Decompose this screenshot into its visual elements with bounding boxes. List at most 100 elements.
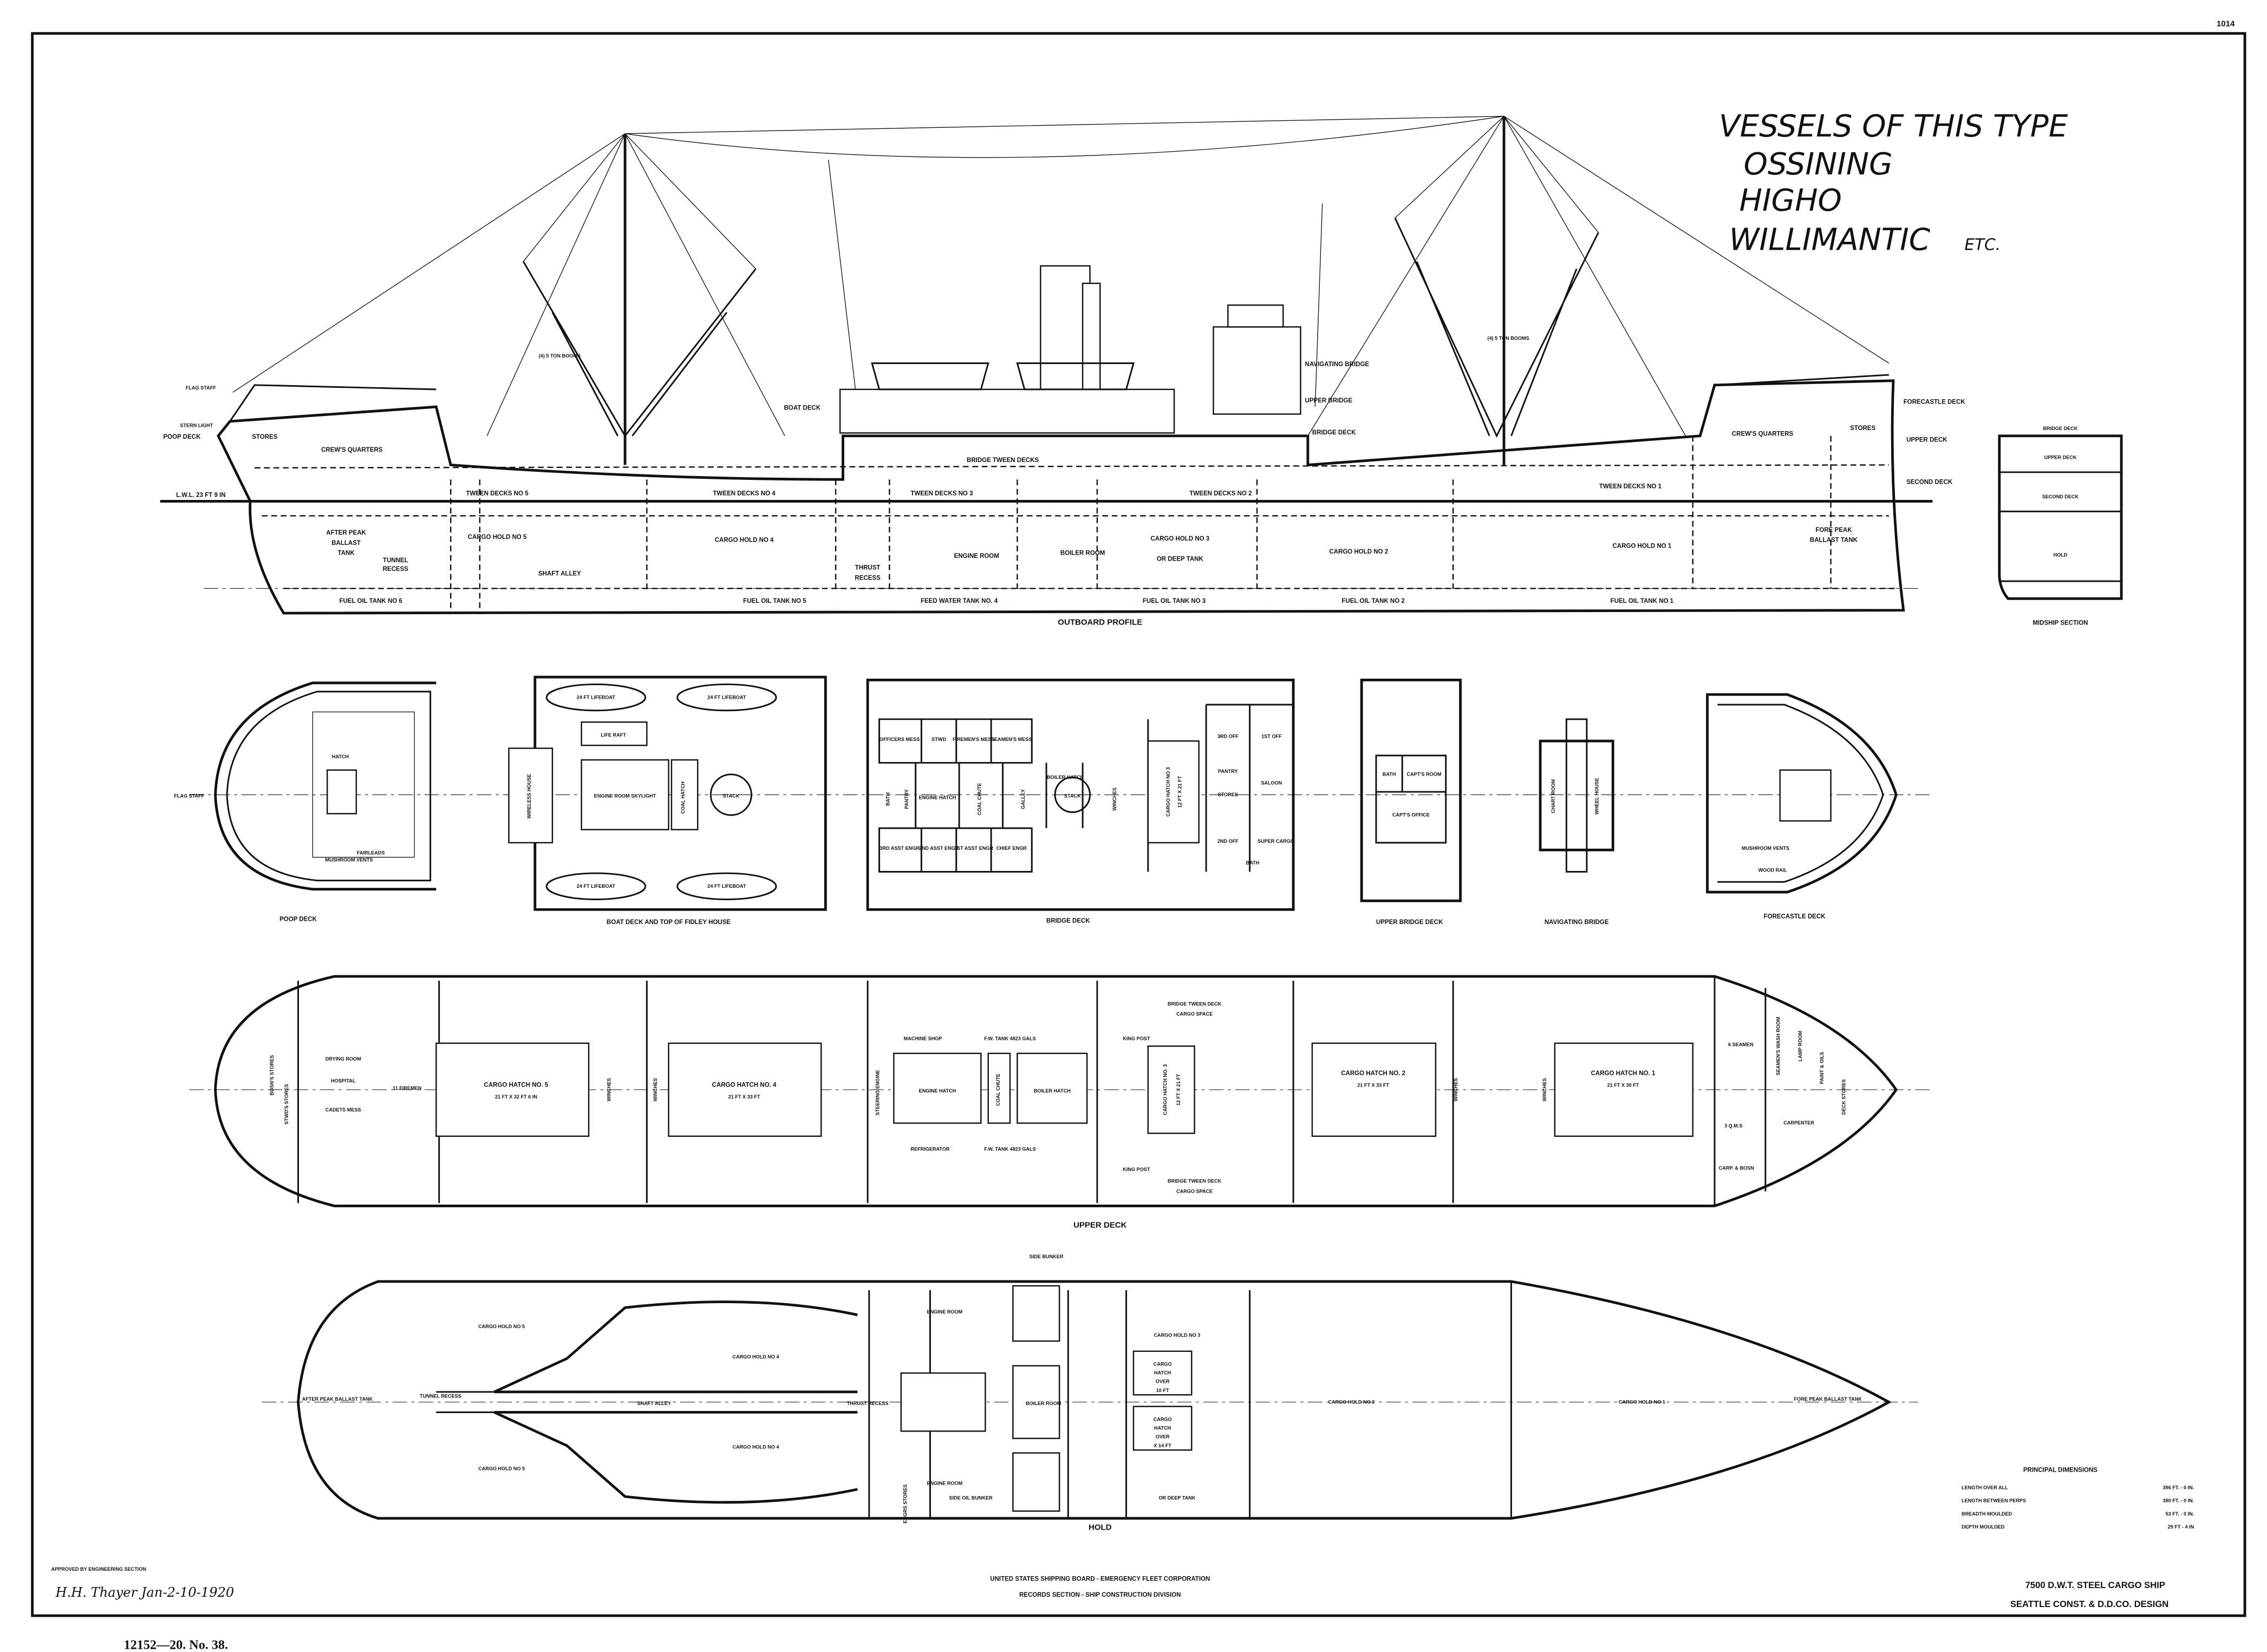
dimension-value: 380 FT. - 0 IN. bbox=[2163, 1498, 2194, 1504]
label: AFTER PEAK BALLAST TANK bbox=[302, 1396, 373, 1402]
label: CARGO HOLD NO 5 bbox=[468, 534, 527, 541]
label: FUEL OIL TANK NO 3 bbox=[1143, 598, 1206, 604]
label: 10 FT bbox=[1156, 1388, 1169, 1393]
poop-deck-plan: HATCH FAIRLEADS MUSHROOM VENTS FLAG STAF… bbox=[174, 681, 437, 923]
label: SHAFT ALLEY bbox=[637, 1401, 671, 1406]
label: BRIDGE TWEEN DECKS bbox=[967, 457, 1039, 464]
vessels-heading: VESSELS OF THIS TYPE bbox=[1719, 109, 2068, 144]
dimension-label: LENGTH OVER ALL bbox=[1962, 1485, 2008, 1491]
vessel-name: OSSINING bbox=[1744, 147, 1893, 182]
upper-deck-plan: CARGO HATCH NO. 5 21 FT X 32 FT 6 IN CAR… bbox=[189, 975, 1933, 1230]
principal-dimensions: PRINCIPAL DIMENSIONS LENGTH OVER ALL 396… bbox=[1962, 1467, 2194, 1530]
label: CARGO HOLD NO 4 bbox=[715, 537, 774, 544]
label: TWEEN DECKS NO 5 bbox=[466, 491, 529, 497]
label: BOILER ROOM bbox=[1026, 1401, 1061, 1406]
poop-deck-caption: POOP DECK bbox=[279, 916, 317, 923]
plate-number: 12152—20. No. 38. bbox=[124, 1638, 228, 1652]
cargo-hatch-1 bbox=[1554, 1042, 1693, 1137]
label: SECOND DECK bbox=[1906, 479, 1953, 485]
label: STEERING ENGINE bbox=[875, 1070, 881, 1115]
label: FUEL OIL TANK NO 5 bbox=[743, 598, 806, 604]
sheet-border bbox=[31, 32, 2246, 1617]
label: F.W. TANK 4823 GALS bbox=[984, 1147, 1035, 1152]
label: CARGO SPACE bbox=[1176, 1011, 1213, 1017]
vessels-of-this-type: VESSELS OF THIS TYPE OSSINING HIGHO WILL… bbox=[1719, 109, 2068, 257]
hatch-size: 12 FT X 21 FT bbox=[1176, 1074, 1181, 1105]
bridge-deck-caption: BRIDGE DECK bbox=[1046, 918, 1090, 924]
vessel-name: WILLIMANTIC bbox=[1729, 222, 1931, 257]
label: OVER bbox=[1156, 1434, 1170, 1440]
label: CARGO bbox=[1154, 1362, 1172, 1367]
hold-caption: HOLD bbox=[1089, 1523, 1112, 1532]
label: BATH bbox=[1246, 860, 1260, 866]
label: F.W. TANK 4823 GALS bbox=[984, 1036, 1035, 1042]
label: FAIRLEADS bbox=[357, 850, 385, 855]
label: RECESS bbox=[383, 566, 409, 573]
label: UPPER BRIDGE bbox=[1305, 398, 1353, 404]
hatch-name: CARGO HATCH NO. 3 bbox=[1163, 1064, 1168, 1115]
label: SECOND DECK bbox=[2042, 494, 2079, 499]
label: 6 SEAMEN bbox=[1728, 1042, 1754, 1047]
label: COAL CHUTE bbox=[976, 783, 982, 816]
profile-caption: OUTBOARD PROFILE bbox=[1058, 617, 1142, 627]
label: 11 FIREMEN bbox=[393, 1085, 421, 1091]
label: SHAFT ALLEY bbox=[538, 570, 581, 577]
label: WINCHES bbox=[1453, 1078, 1458, 1101]
label: TWEEN DECKS NO 1 bbox=[1599, 483, 1662, 490]
label: BALLAST bbox=[331, 540, 361, 547]
label: CARGO HOLD NO 4 bbox=[733, 1444, 780, 1449]
label: TUNNEL bbox=[383, 557, 408, 564]
label: DRYING ROOM bbox=[325, 1056, 361, 1062]
label: OR DEEP TANK bbox=[1157, 556, 1204, 562]
design-title: SEATTLE CONST. & D.D.CO. DESIGN bbox=[2010, 1599, 2169, 1609]
label: TWEEN DECKS NO 3 bbox=[910, 491, 973, 497]
hatch-name: CARGO HATCH NO. 4 bbox=[712, 1082, 777, 1089]
label: CHIEF ENGR bbox=[996, 845, 1027, 851]
label: ENGINE HATCH bbox=[919, 795, 956, 800]
label: CARGO HOLD NO 2 bbox=[1329, 549, 1388, 555]
label: THRUST RECESS bbox=[847, 1401, 889, 1406]
label: BOILER HATCH bbox=[1047, 775, 1084, 780]
hull-profile bbox=[217, 379, 1905, 615]
dimensions-title: PRINCIPAL DIMENSIONS bbox=[2023, 1467, 2097, 1473]
label: MACHINE SHOP bbox=[904, 1036, 942, 1042]
label: 24 FT LIFEBOAT bbox=[577, 694, 616, 700]
label: WINCHES bbox=[653, 1078, 658, 1101]
label: FORE PEAK BALLAST TANK bbox=[1794, 1396, 1862, 1402]
label: CARGO HOLD NO 1 bbox=[1619, 1399, 1665, 1404]
cargo-hatch-5 bbox=[435, 1042, 590, 1137]
label: WINCHES bbox=[1542, 1078, 1547, 1101]
label: (4) 5 TON BOOMS bbox=[1487, 336, 1529, 341]
label: BOSN'S STORES bbox=[269, 1055, 275, 1095]
label: PANTRY bbox=[904, 789, 909, 809]
label: GALLEY bbox=[1020, 789, 1026, 809]
label: THRUST bbox=[855, 565, 881, 571]
label: OFFICERS MESS bbox=[880, 737, 920, 742]
label: STWD'S STORES bbox=[284, 1084, 289, 1124]
label: SEAMEN'S WASH ROOM bbox=[1776, 1017, 1781, 1075]
label: POOP DECK bbox=[164, 434, 201, 440]
label: HATCH bbox=[1154, 1426, 1171, 1431]
cargo-hatch-2 bbox=[1311, 1042, 1437, 1137]
label: 3RD OFF bbox=[1217, 734, 1239, 739]
upper-bridge-caption: UPPER BRIDGE DECK bbox=[1376, 919, 1443, 926]
label: OVER bbox=[1156, 1379, 1170, 1384]
label: CARGO HOLD NO 1 bbox=[1612, 543, 1671, 549]
label: ENGINE ROOM bbox=[927, 1481, 962, 1486]
label: FUEL OIL TANK NO 6 bbox=[339, 598, 402, 604]
navigating-bridge-plan: CHART ROOM WHEEL HOUSE NAVIGATING BRIDGE bbox=[1539, 718, 1614, 926]
label: (4) 5 TON BOOMS bbox=[539, 353, 581, 359]
cargo-hatch-3 bbox=[1147, 1045, 1195, 1134]
label: CARGO HOLD NO 2 bbox=[1328, 1399, 1374, 1404]
label: L.W.L. 23 FT 9 IN bbox=[176, 492, 225, 498]
title-block: 7500 D.W.T. STEEL CARGO SHIP SEATTLE CON… bbox=[51, 1566, 2169, 1652]
bridge-deck-plan: OFFICERS MESS STWD FIREMEN'S MESS SEAMEN… bbox=[866, 678, 1295, 924]
label: FIREMEN'S MESS bbox=[953, 737, 995, 742]
label: STACK bbox=[723, 794, 740, 799]
label: MUSHROOM VENTS bbox=[325, 857, 373, 863]
label: X 14 FT bbox=[1154, 1443, 1171, 1448]
label: BOILER HATCH bbox=[1034, 1088, 1071, 1094]
label: ENGINE ROOM bbox=[954, 553, 999, 560]
label: CARGO HOLD NO 3 bbox=[1154, 1332, 1200, 1338]
